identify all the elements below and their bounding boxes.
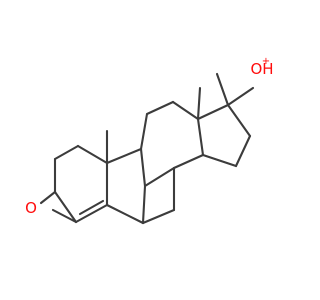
bond: [171, 100, 200, 121]
bond: [78, 199, 105, 216]
bond: [172, 153, 205, 170]
bond: [141, 208, 176, 225]
bond: [51, 208, 78, 224]
bond: [234, 134, 252, 168]
bond: [226, 86, 255, 107]
bond: [145, 100, 175, 116]
bond: [201, 153, 238, 168]
bond: [139, 147, 147, 188]
charge-label: +: [262, 56, 270, 67]
bond: [53, 190, 78, 224]
bond: [196, 86, 202, 121]
bond: [76, 144, 109, 165]
bonds-group: [39, 72, 255, 225]
bond: [226, 103, 252, 138]
hydroxyl-label: OH: [250, 60, 273, 78]
bond: [141, 184, 147, 225]
bond: [196, 103, 230, 121]
bond: [196, 117, 205, 157]
bond: [105, 203, 145, 225]
atom-labels: O OH +: [25, 56, 273, 217]
molecule-structure: O OH +: [25, 56, 274, 225]
bond: [53, 144, 80, 161]
bond: [74, 203, 109, 224]
bond: [105, 147, 143, 165]
bond: [39, 190, 57, 205]
carbonyl-oxygen-label: O: [25, 199, 37, 217]
bond: [143, 166, 176, 188]
bond: [139, 112, 149, 151]
bond: [215, 72, 230, 107]
